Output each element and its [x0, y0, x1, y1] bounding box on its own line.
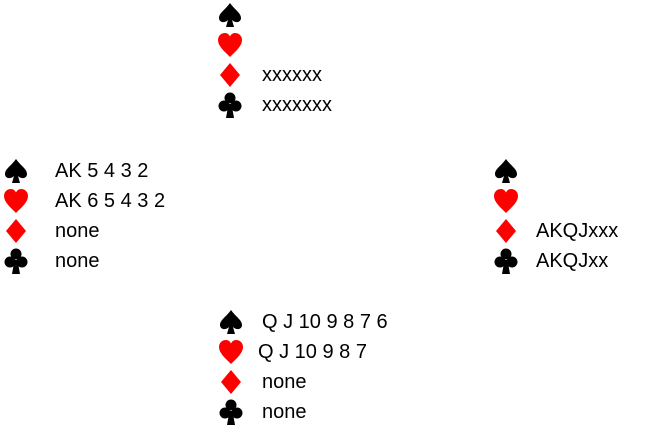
heart-icon [2, 186, 30, 216]
spade-icon [217, 307, 245, 337]
spade-icon [216, 0, 244, 30]
west-diamonds-text: none [55, 220, 100, 242]
north-diamonds-text: xxxxxx [262, 64, 322, 86]
spade-icon [492, 156, 520, 186]
heart-icon [216, 30, 244, 60]
south-diamonds-text: none [262, 371, 307, 393]
diamond-icon [216, 60, 244, 90]
west-clubs-text: none [55, 250, 100, 272]
heart-icon [492, 186, 520, 216]
club-icon [217, 397, 245, 427]
south-spades-text: Q J 10 9 8 7 6 [262, 311, 388, 333]
club-icon [216, 90, 244, 120]
west-spades-text: AK 5 4 3 2 [55, 160, 149, 182]
east-clubs-text: AKQJxx [536, 250, 609, 272]
heart-icon [217, 337, 245, 367]
spade-icon [2, 156, 30, 186]
diamond-icon [2, 216, 30, 246]
diamond-icon [492, 216, 520, 246]
club-icon [492, 246, 520, 276]
west-hearts-text: AK 6 5 4 3 2 [55, 190, 166, 212]
north-clubs-text: xxxxxxx [262, 94, 332, 116]
south-clubs-text: none [262, 401, 307, 423]
east-diamonds-text: AKQJxxx [536, 220, 619, 242]
diamond-icon [217, 367, 245, 397]
club-icon [2, 246, 30, 276]
south-hearts-text: Q J 10 9 8 7 [258, 341, 367, 363]
